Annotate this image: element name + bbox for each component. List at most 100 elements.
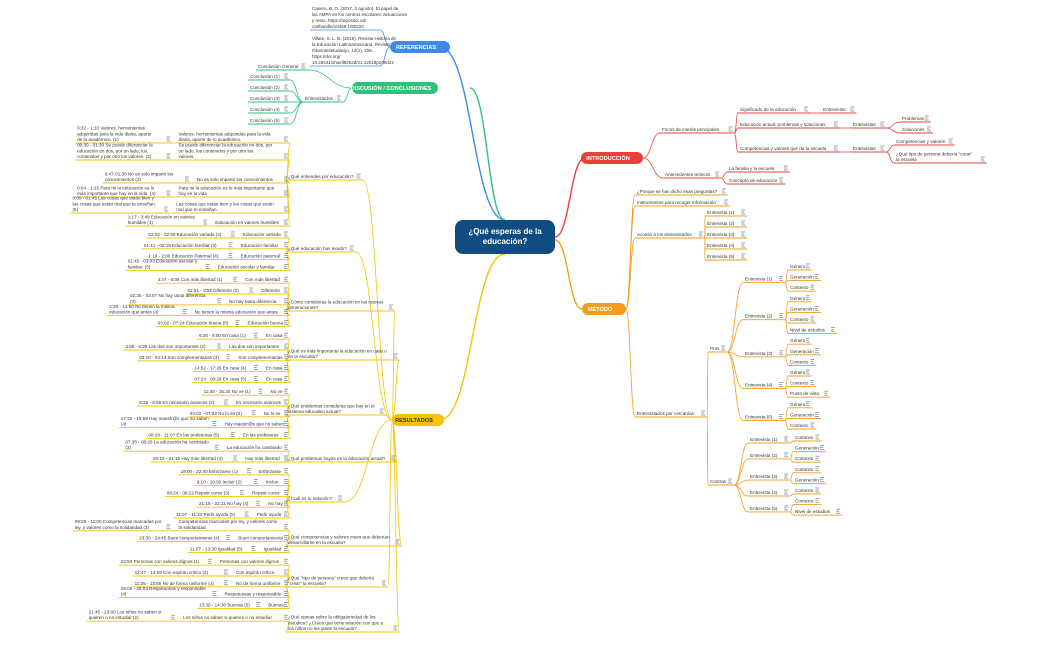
main-topic-referencias[interactable]: REFERENCIAS (390, 41, 450, 53)
note-icon[interactable] (924, 115, 929, 121)
note-icon[interactable] (284, 365, 288, 370)
note-icon[interactable] (284, 354, 288, 360)
reference-item[interactable]: Villate, S. L. B. (2019). Revista Histor… (310, 36, 396, 67)
question-node[interactable]: ¿Qué problemas hayas en la educación act… (286, 456, 398, 463)
conclusion-item[interactable]: Conclusión (2) (248, 85, 291, 92)
note-icon[interactable] (810, 422, 815, 428)
acceso-entrevista[interactable]: Entrevista (2) (705, 221, 748, 228)
transcript-excerpt[interactable]: 11:07 - 13:30 Igualdad (5) (187, 546, 258, 553)
note-icon[interactable] (805, 295, 810, 301)
note-icon[interactable] (284, 84, 289, 90)
note-icon[interactable] (728, 126, 733, 132)
answer-node[interactable]: Son complementarias (236, 355, 290, 362)
note-icon[interactable] (301, 63, 306, 69)
answer-node[interactable]: Se puede diferenciar la educación en dos… (176, 143, 291, 161)
note-icon[interactable] (805, 263, 810, 269)
note-icon[interactable] (284, 524, 288, 530)
note-icon[interactable] (721, 345, 726, 351)
note-icon[interactable] (980, 156, 985, 162)
conclusion-item[interactable]: Conclusión (3) (248, 96, 291, 103)
note-icon[interactable] (880, 121, 885, 127)
note-icon[interactable] (235, 320, 240, 325)
note-icon[interactable] (741, 209, 746, 215)
note-icon[interactable] (284, 287, 288, 293)
answer-node[interactable]: En las profesoras (240, 432, 290, 439)
answer-node[interactable]: No lo se (261, 411, 290, 418)
note-icon[interactable] (815, 434, 820, 440)
transcript-excerpt[interactable]: 07:24 - 08:29 En casa (5) (192, 376, 260, 383)
note-icon[interactable] (166, 136, 171, 142)
answer-node[interactable]: Educación variada (240, 232, 290, 239)
answer-node[interactable]: Esforzarse (257, 469, 290, 476)
contras-entrevista[interactable]: Entrevista (4) (748, 490, 791, 497)
note-icon[interactable] (804, 106, 809, 112)
transcript-excerpt[interactable]: 03:02 - 07:24 Educación buena (5) (155, 320, 242, 327)
answer-node[interactable]: Con espíritu crítico (234, 570, 290, 577)
answer-node[interactable]: No hay (266, 501, 290, 508)
note-icon[interactable] (284, 253, 288, 258)
transcript-excerpt[interactable]: 3:55 - 6:25 Las dos son importantes (2) (123, 344, 224, 351)
transcript-excerpt[interactable]: 9:10 - 10:50 Incluir (2) (194, 480, 260, 487)
note-icon[interactable] (184, 176, 189, 182)
contras-criterio[interactable]: Contexto (793, 435, 822, 442)
note-icon[interactable] (784, 489, 789, 495)
topic-node[interactable]: Soluciones (900, 127, 933, 134)
note-icon[interactable] (240, 490, 245, 495)
answer-node[interactable]: La educación ha cambiado (224, 445, 290, 452)
pros-criterio[interactable]: Género (788, 370, 812, 377)
pros-entrevista[interactable]: Entrevista (1) (743, 277, 786, 284)
note-icon[interactable] (284, 444, 288, 450)
note-icon[interactable] (820, 445, 824, 450)
contras-criterio[interactable]: Contexto (793, 456, 822, 463)
transcript-excerpt[interactable]: 03:10 - 04:14 Son complementarias (3) (137, 355, 233, 362)
transcript-excerpt[interactable]: 11:35 - 13:56 No de forma uniforme (3) (132, 581, 230, 588)
conclusion-item[interactable]: Conclusión (4) (248, 107, 291, 114)
note-icon[interactable] (948, 138, 953, 144)
topic-node[interactable]: Significado de la educación (738, 107, 811, 114)
acceso-entrevista[interactable]: Entrevista (5) (705, 254, 748, 261)
note-icon[interactable] (284, 106, 289, 112)
pros-criterio[interactable]: Género (788, 264, 812, 271)
transcript-excerpt[interactable]: 07:35 - 08:20 La educación ha cambiado(3… (123, 439, 221, 452)
contras-entrevista[interactable]: Entrevista (3) (748, 474, 791, 481)
note-icon[interactable] (391, 455, 396, 461)
pros-criterio[interactable]: Nivel de estudios (788, 328, 838, 335)
note-icon[interactable] (256, 500, 261, 506)
transcript-excerpt[interactable]: 13:30 - 14:30 Buenas (5) (197, 602, 263, 609)
note-icon[interactable] (810, 359, 815, 364)
answer-node[interactable]: No ve (268, 389, 291, 396)
contras-entrevista[interactable]: Entrevista (1) (748, 437, 791, 444)
note-icon[interactable] (284, 569, 288, 575)
note-icon[interactable] (284, 546, 288, 551)
note-icon[interactable] (721, 188, 726, 194)
question-node[interactable]: ¿Qué entiendes por educación? (286, 174, 363, 181)
note-icon[interactable] (284, 298, 288, 304)
answer-node[interactable]: En casa (263, 366, 290, 373)
note-icon[interactable] (224, 580, 228, 586)
note-icon[interactable] (284, 219, 288, 225)
transcript-excerpt[interactable]: 20:18 - 21:15 Hay más libertad (4) (151, 456, 240, 463)
note-icon[interactable] (779, 414, 784, 419)
transcript-excerpt[interactable]: 17:32 - 19:59 Hay maestr@s que no saben(… (118, 416, 219, 429)
note-icon[interactable] (784, 505, 789, 511)
pros-entrevista[interactable]: Entrevista (3) (743, 351, 786, 358)
note-icon[interactable] (182, 309, 187, 314)
note-icon[interactable] (284, 320, 288, 325)
note-icon[interactable] (698, 231, 703, 237)
note-icon[interactable] (284, 455, 288, 461)
answer-node[interactable]: En casa (263, 333, 290, 340)
answer-node[interactable]: Hay más libertad (243, 456, 290, 463)
answer-node[interactable]: Para mi la educación es lo más important… (176, 185, 291, 198)
note-icon[interactable] (284, 479, 288, 484)
note-icon[interactable] (338, 495, 343, 501)
note-icon[interactable] (164, 206, 169, 212)
topic-node[interactable]: Competencias y valores (894, 139, 955, 146)
transcript-excerpt[interactable]: 21:16 - 22:11 No hay (4) (197, 501, 263, 508)
note-icon[interactable] (207, 558, 212, 564)
note-icon[interactable] (217, 343, 222, 349)
note-icon[interactable] (815, 455, 820, 461)
transcript-excerpt[interactable]: 02:51 - 3:55 Diferente (2) (185, 288, 256, 295)
note-icon[interactable] (834, 145, 838, 151)
answer-node[interactable]: No es solo impartir los conocimientos (194, 177, 290, 184)
note-icon[interactable] (217, 298, 222, 304)
